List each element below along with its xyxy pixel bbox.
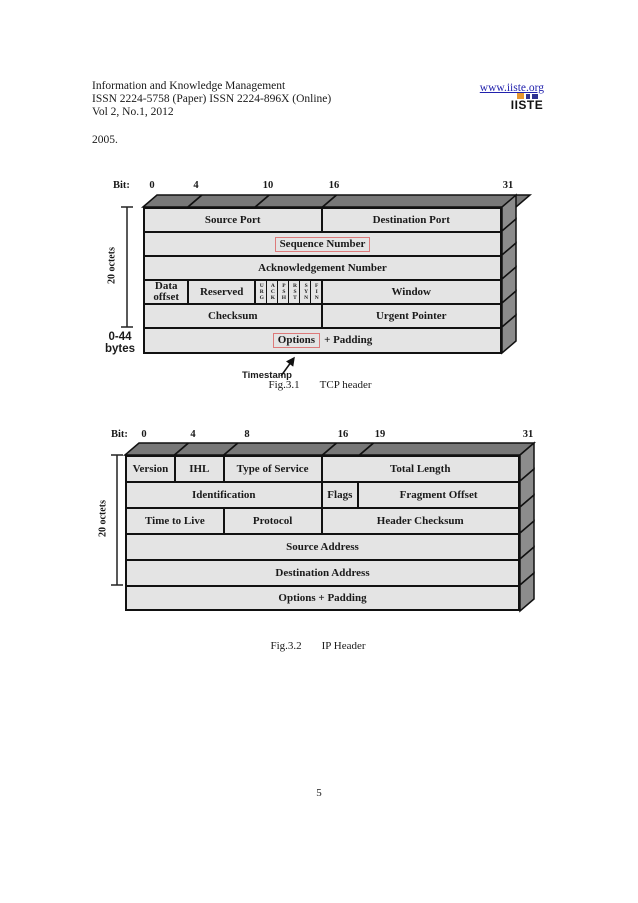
journal-title: Information and Knowledge Management	[92, 80, 286, 92]
website-link[interactable]: www.iiste.org	[479, 82, 544, 94]
timestamp-annotation: Timestamp	[242, 370, 292, 381]
bit-scale-label: Bit:	[111, 429, 128, 440]
bit-tick-16: 16	[337, 429, 349, 440]
field-window: Window	[391, 285, 432, 298]
field-source-address: Source Address	[286, 540, 359, 553]
field-header-checksum: Header Checksum	[376, 514, 464, 527]
bit-tick-0: 0	[149, 180, 155, 191]
ip-row-ttl: Time to Live Protocol Header Checksum	[127, 509, 518, 535]
bit-tick-16: 16	[328, 180, 340, 191]
bit-tick-4: 4	[190, 429, 196, 440]
field-reserved: Reserved	[189, 281, 256, 303]
issn-line: ISSN 2224-5758 (Paper) ISSN 2224-896X (O…	[92, 93, 332, 105]
flag-psh: PSH	[278, 281, 290, 303]
flag-rst: RST	[289, 281, 301, 303]
bit-tick-8: 8	[244, 429, 250, 440]
tcp-header-diagram: Bit: 0 4 10 16 31 Source Port Destinatio…	[100, 180, 540, 392]
caption-title: TCP header	[319, 379, 372, 391]
figure-caption-3-1: Fig.3.1 TCP header	[100, 379, 540, 391]
logo-block-orange	[516, 93, 524, 99]
field-ihl: IHL	[176, 457, 225, 481]
bit-tick-31: 31	[502, 180, 514, 191]
page-number: 5	[316, 787, 322, 799]
field-type-of-service: Type of Service	[225, 457, 323, 481]
field-source-port: Source Port	[145, 209, 323, 231]
flag-syn: SYN	[300, 281, 312, 303]
field-flags: Flags	[323, 483, 360, 507]
octets-label: 20 octets	[106, 247, 118, 284]
field-acknowledgement-number: Acknowledgement Number	[258, 261, 387, 274]
options-highlight: Options	[272, 333, 321, 348]
tcp-row-options: Options + Padding	[145, 329, 500, 352]
bit-tick-10: 10	[262, 180, 274, 191]
bit-scale-label: Bit:	[113, 180, 130, 191]
ip-row-version: Version IHL Type of Service Total Length	[127, 457, 518, 483]
field-destination-port: Destination Port	[372, 213, 450, 226]
bytes-label: 0-44 bytes	[104, 331, 136, 355]
ip-row-identification: Identification Flags Fragment Offset	[127, 483, 518, 509]
iiste-logo: IISTE	[509, 92, 545, 112]
flag-urg: URG	[256, 281, 268, 303]
tcp-field-grid: Source Port Destination Port Sequence Nu…	[143, 207, 502, 354]
intro-text: 2005.	[92, 134, 118, 146]
flag-ack: ACK	[267, 281, 279, 303]
ip-header-diagram: Bit: 0 4 8 16 19 31 Version IHL Type of …	[88, 427, 548, 622]
volume-line: Vol 2, No.1, 2012	[92, 106, 174, 118]
tcp-row-sequence: Sequence Number	[145, 233, 500, 257]
sequence-number-highlight: Sequence Number	[274, 236, 371, 252]
bit-tick-0: 0	[141, 429, 147, 440]
iiste-logo-blocks	[509, 92, 545, 99]
field-destination-address: Destination Address	[275, 566, 370, 579]
field-checksum: Checksum	[145, 305, 323, 327]
field-urgent-pointer: Urgent Pointer	[375, 309, 447, 322]
field-sequence-number: Sequence Number	[145, 233, 500, 255]
ip-row-source: Source Address	[127, 535, 518, 561]
octets-label: 20 octets	[97, 500, 109, 537]
ip-diagram-3d-chrome	[111, 441, 537, 613]
logo-block-blue	[531, 94, 538, 99]
field-total-length: Total Length	[390, 462, 451, 475]
iiste-logo-text: IISTE	[510, 98, 544, 112]
tcp-row-checksum: Checksum Urgent Pointer	[145, 305, 500, 329]
field-options-padding: Options + Padding	[145, 329, 500, 352]
ip-field-grid: Version IHL Type of Service Total Length…	[125, 455, 520, 611]
caption-id: Fig.3.2	[270, 640, 302, 652]
logo-block-blue	[525, 94, 530, 99]
tcp-row-ack: Acknowledgement Number	[145, 257, 500, 281]
field-protocol: Protocol	[225, 509, 323, 533]
field-fragment-offset: Fragment Offset	[399, 488, 478, 501]
field-data-offset: Data offset	[145, 281, 190, 303]
ip-row-destination: Destination Address	[127, 561, 518, 587]
field-identification: Identification	[127, 483, 323, 507]
bit-tick-4: 4	[193, 180, 199, 191]
caption-title: IP Header	[321, 640, 366, 652]
ip-row-options: Options + Padding	[127, 587, 518, 609]
tcp-row-ports: Source Port Destination Port	[145, 209, 500, 233]
field-options-padding: Options + Padding	[278, 591, 367, 604]
field-time-to-live: Time to Live	[127, 509, 225, 533]
bit-tick-31: 31	[522, 429, 534, 440]
field-version: Version	[127, 457, 176, 481]
figure-caption-3-2: Fig.3.2 IP Header	[88, 640, 548, 652]
flag-fin: FIN	[311, 281, 323, 303]
caption-id: Fig.3.1	[268, 379, 300, 391]
padding-label: + Padding	[324, 334, 373, 346]
bit-tick-19: 19	[374, 429, 386, 440]
tcp-row-offset-flags: Data offset Reserved URG ACK PSH RST SYN…	[145, 281, 500, 305]
